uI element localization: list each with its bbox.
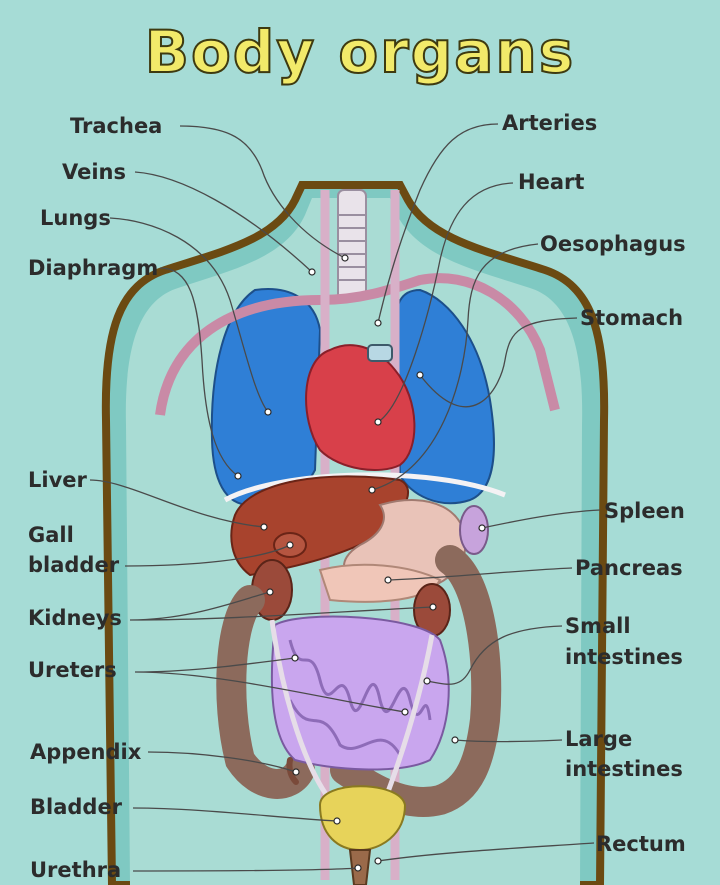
ureters-tubes <box>269 619 435 802</box>
leader-lines <box>89 123 601 872</box>
label-diaphragm: Diaphragm <box>28 256 159 280</box>
trachea-tube <box>337 189 367 301</box>
label-pancreas: Pancreas <box>575 556 683 580</box>
spleen-organ <box>459 505 489 555</box>
small-intestine-coils <box>288 639 432 756</box>
label-oesophagus: Oesophagus <box>540 232 686 256</box>
label-arteries: Arteries <box>502 111 598 135</box>
label-appendix: Appendix <box>30 740 142 764</box>
label-rectum: Rectum <box>596 832 686 856</box>
pancreas-organ <box>318 563 442 603</box>
label-small-intestines-line2: intestines <box>565 645 683 669</box>
label-stomach: Stomach <box>580 306 684 330</box>
label-urethra: Urethra <box>30 858 122 882</box>
diaphragm-line <box>223 472 506 503</box>
label-veins: Veins <box>62 160 126 184</box>
label-trachea: Trachea <box>70 114 163 138</box>
label-large-intestines-line1: Large <box>565 727 633 751</box>
label-liver: Liver <box>28 468 87 492</box>
label-ureters: Ureters <box>28 658 117 682</box>
pointer-dots <box>234 254 486 872</box>
appendix-organ <box>286 757 299 785</box>
arteries-vessels <box>155 273 560 416</box>
label-spleen: Spleen <box>604 499 685 523</box>
trachea-rings <box>338 214 366 281</box>
aorta-top <box>367 344 393 362</box>
label-bladder: Bladder <box>30 795 123 819</box>
small-intestine-organ <box>270 615 450 771</box>
label-kidneys: Kidneys <box>28 606 122 630</box>
label-lungs: Lungs <box>40 206 111 230</box>
label-large-intestines-line2: intestines <box>565 757 683 781</box>
label-gall-bladder-line1: Gall <box>28 523 74 547</box>
label-small-intestines-line1: Small <box>565 614 631 638</box>
bladder-organ <box>318 785 407 852</box>
diagram-title: Body organs <box>144 17 576 87</box>
label-heart: Heart <box>518 170 585 194</box>
label-gall-bladder-line2: bladder <box>28 553 120 577</box>
